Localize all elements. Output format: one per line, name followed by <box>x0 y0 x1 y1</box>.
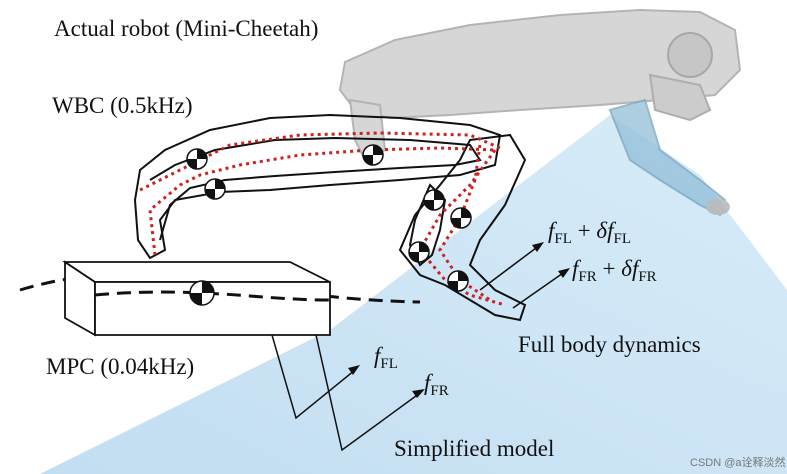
wbc-skeleton-body-top <box>139 131 501 192</box>
arrowhead-full-fr <box>558 268 570 278</box>
box-com-marker <box>189 280 215 306</box>
wbc-com-markers <box>186 144 472 292</box>
label-simplified-model: Simplified model <box>394 436 554 461</box>
full-leg-arrow-fr <box>512 270 567 309</box>
label-mpc: MPC (0.04kHz) <box>46 354 194 379</box>
label-wbc: WBC (0.5kHz) <box>52 93 193 118</box>
com-marker <box>423 189 445 211</box>
simplified-force-arrowheads <box>348 365 425 398</box>
com-marker <box>204 178 226 200</box>
com-marker <box>362 144 384 166</box>
force-label-fr-simple: fFR <box>424 370 449 399</box>
robot-knee <box>667 32 713 78</box>
actual-robot-image <box>338 8 742 217</box>
simplified-box-model <box>62 260 331 337</box>
box-top-face <box>62 261 331 283</box>
com-marker <box>186 148 208 170</box>
com-marker <box>447 270 469 292</box>
label-full-body-dynamics: Full body dynamics <box>518 332 701 357</box>
robot-front-leg <box>648 73 712 122</box>
arrowhead-fl <box>348 365 360 375</box>
projection-beam <box>40 115 787 474</box>
wbc-skeleton-body <box>148 146 496 256</box>
box-side-face <box>94 281 331 336</box>
full-body-force-arrows <box>479 244 567 309</box>
force-label-fl-simple: fFL <box>374 343 398 372</box>
full-body-arrowheads <box>532 242 570 278</box>
full-leg-arrow-fl <box>479 244 541 291</box>
force-label-fr-full: fFR + δfFR <box>572 256 657 285</box>
label-actual-robot: Actual robot (Mini-Cheetah) <box>54 16 318 41</box>
wbc-skeleton-leg-1 <box>418 149 506 307</box>
simplified-leg-left <box>271 334 356 420</box>
simplified-legs <box>271 334 421 452</box>
wbc-body-outline <box>133 113 502 260</box>
force-label-fl-full: fFL + δfFL <box>548 218 631 247</box>
robot-foot <box>706 199 730 215</box>
arrowhead-full-fl <box>532 242 544 252</box>
watermark: CSDN @a诠释淡然 <box>690 455 786 469</box>
arrowhead-fr <box>412 389 425 398</box>
com-marker <box>408 241 430 263</box>
trajectory-dashed-line-front <box>94 290 331 302</box>
com-marker <box>450 207 472 229</box>
simplified-leg-right <box>315 334 421 452</box>
